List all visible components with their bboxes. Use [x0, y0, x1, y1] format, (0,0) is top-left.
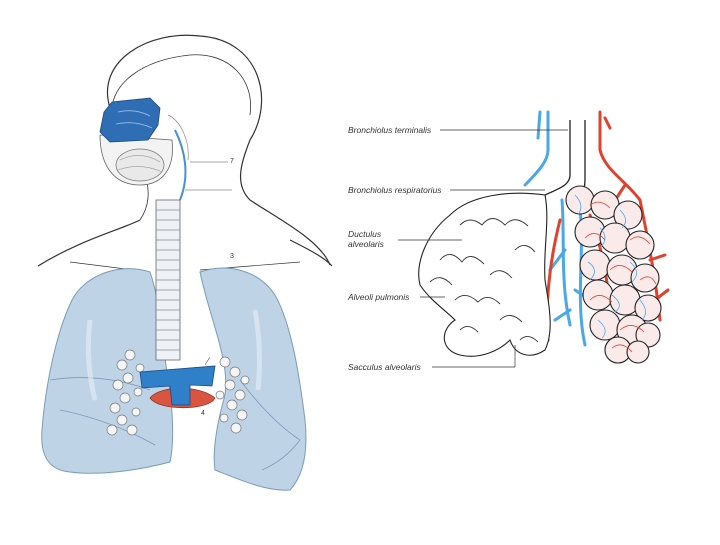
capillary-mesh [574, 194, 657, 353]
label-ductulus-line1: Ductulus [348, 229, 382, 239]
right-leaders [398, 129, 568, 368]
oral-cavity [99, 114, 189, 201]
label-bronchiolus-respiratorius: Bronchiolus respiratorius [348, 185, 442, 195]
marker-7: 7 [230, 158, 234, 165]
left-leaders [185, 161, 232, 366]
marker-4: 4 [201, 410, 205, 417]
left-lung [199, 267, 307, 491]
body-outline [37, 34, 333, 273]
nasal-cavity [99, 97, 161, 143]
alveoli-cluster [565, 185, 662, 364]
label-bronchiolus-terminalis: Bronchiolus terminalis [348, 125, 432, 135]
lungs [41, 267, 307, 491]
trachea [155, 199, 181, 361]
label-alveoli-pulmonis: Alveoli pulmonis [348, 292, 410, 302]
label-sacculus-alveolaris: Sacculus alveolaris [348, 362, 421, 372]
marker-3: 3 [230, 253, 234, 260]
bronchial-tree [106, 349, 250, 436]
alveolar-sacs-section [418, 192, 551, 357]
alveoli-inner [429, 218, 539, 343]
heart-vessels [139, 365, 216, 409]
label-ductulus-line2: alveolaris [348, 239, 384, 249]
